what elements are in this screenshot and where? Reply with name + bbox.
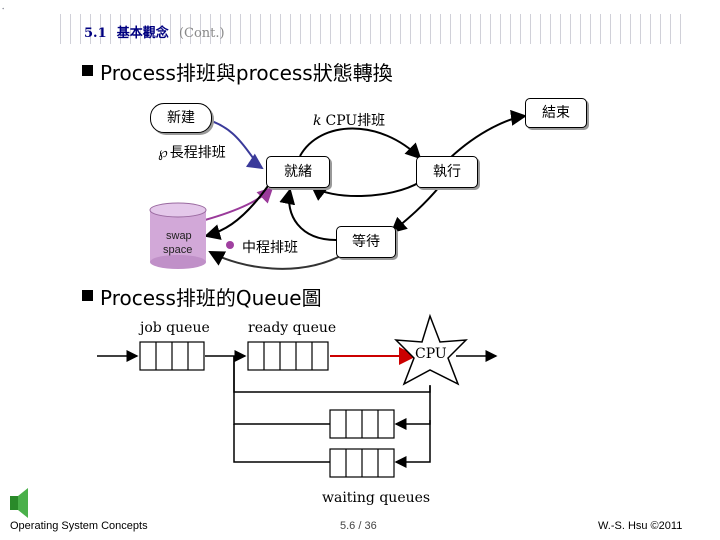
bomb-logo-icon (2, 7, 4, 10)
footer-left: Operating System Concepts (10, 520, 148, 532)
ready-queue-label: ready queue (248, 320, 337, 336)
section-title: 基本觀念 (116, 26, 169, 41)
section1-heading: Process排班與process狀態轉換 (100, 61, 393, 85)
node-running: 執行 (416, 156, 478, 188)
header-band (60, 14, 690, 44)
swap-disk-icon (149, 202, 207, 269)
job-queue-boxes (139, 341, 205, 371)
scissors-icon: k (313, 113, 322, 129)
bullet-1 (82, 65, 93, 76)
waiting-queues-label: waiting queues (322, 490, 431, 506)
section-number: 5.1 (84, 26, 107, 41)
waiting-queue-1 (329, 409, 395, 439)
node-waiting: 等待 (336, 226, 396, 258)
bullet-2 (82, 290, 93, 301)
cpu-star-icon (394, 313, 468, 386)
node-new: 新建 (150, 103, 212, 133)
cpu-label: CPU (415, 346, 447, 362)
arrow-swap-to-ready (204, 186, 274, 221)
footer-right: W.-S. Hsu ©2011 (598, 520, 683, 532)
waiting-queue-2 (329, 448, 395, 478)
ready-queue-boxes (247, 341, 329, 371)
arrow-running-to-waiting (390, 185, 441, 234)
header-title: 5.1 基本觀念 (Cont.) (84, 22, 225, 41)
arrow-waiting-to-swap (208, 251, 349, 270)
node-ready: 就緒 (266, 156, 330, 188)
arrow-waiting-to-ready (279, 188, 337, 241)
section2-heading: Process排班的Queue圖 (100, 286, 322, 310)
long-sched-label: ℘長程排班 (158, 145, 226, 161)
arrow-running-to-ready (310, 181, 421, 201)
swap-label-2: space (163, 244, 193, 256)
node-end: 結束 (525, 98, 587, 128)
mid-sched-dot (226, 241, 234, 249)
footer-center: 5.6 / 36 (340, 520, 377, 532)
section-cont: (Cont.) (178, 26, 225, 41)
swap-label-1: swap (166, 230, 192, 242)
arrow-running-to-end (449, 109, 527, 159)
arrow-ready-to-running (299, 127, 422, 160)
speaker-icon (10, 488, 28, 518)
mid-sched-label: 中程排班 (242, 240, 298, 256)
job-queue-label: job queue (140, 320, 210, 336)
hand-icon: ℘ (158, 145, 168, 161)
arrow-ready-to-swap (204, 185, 269, 240)
